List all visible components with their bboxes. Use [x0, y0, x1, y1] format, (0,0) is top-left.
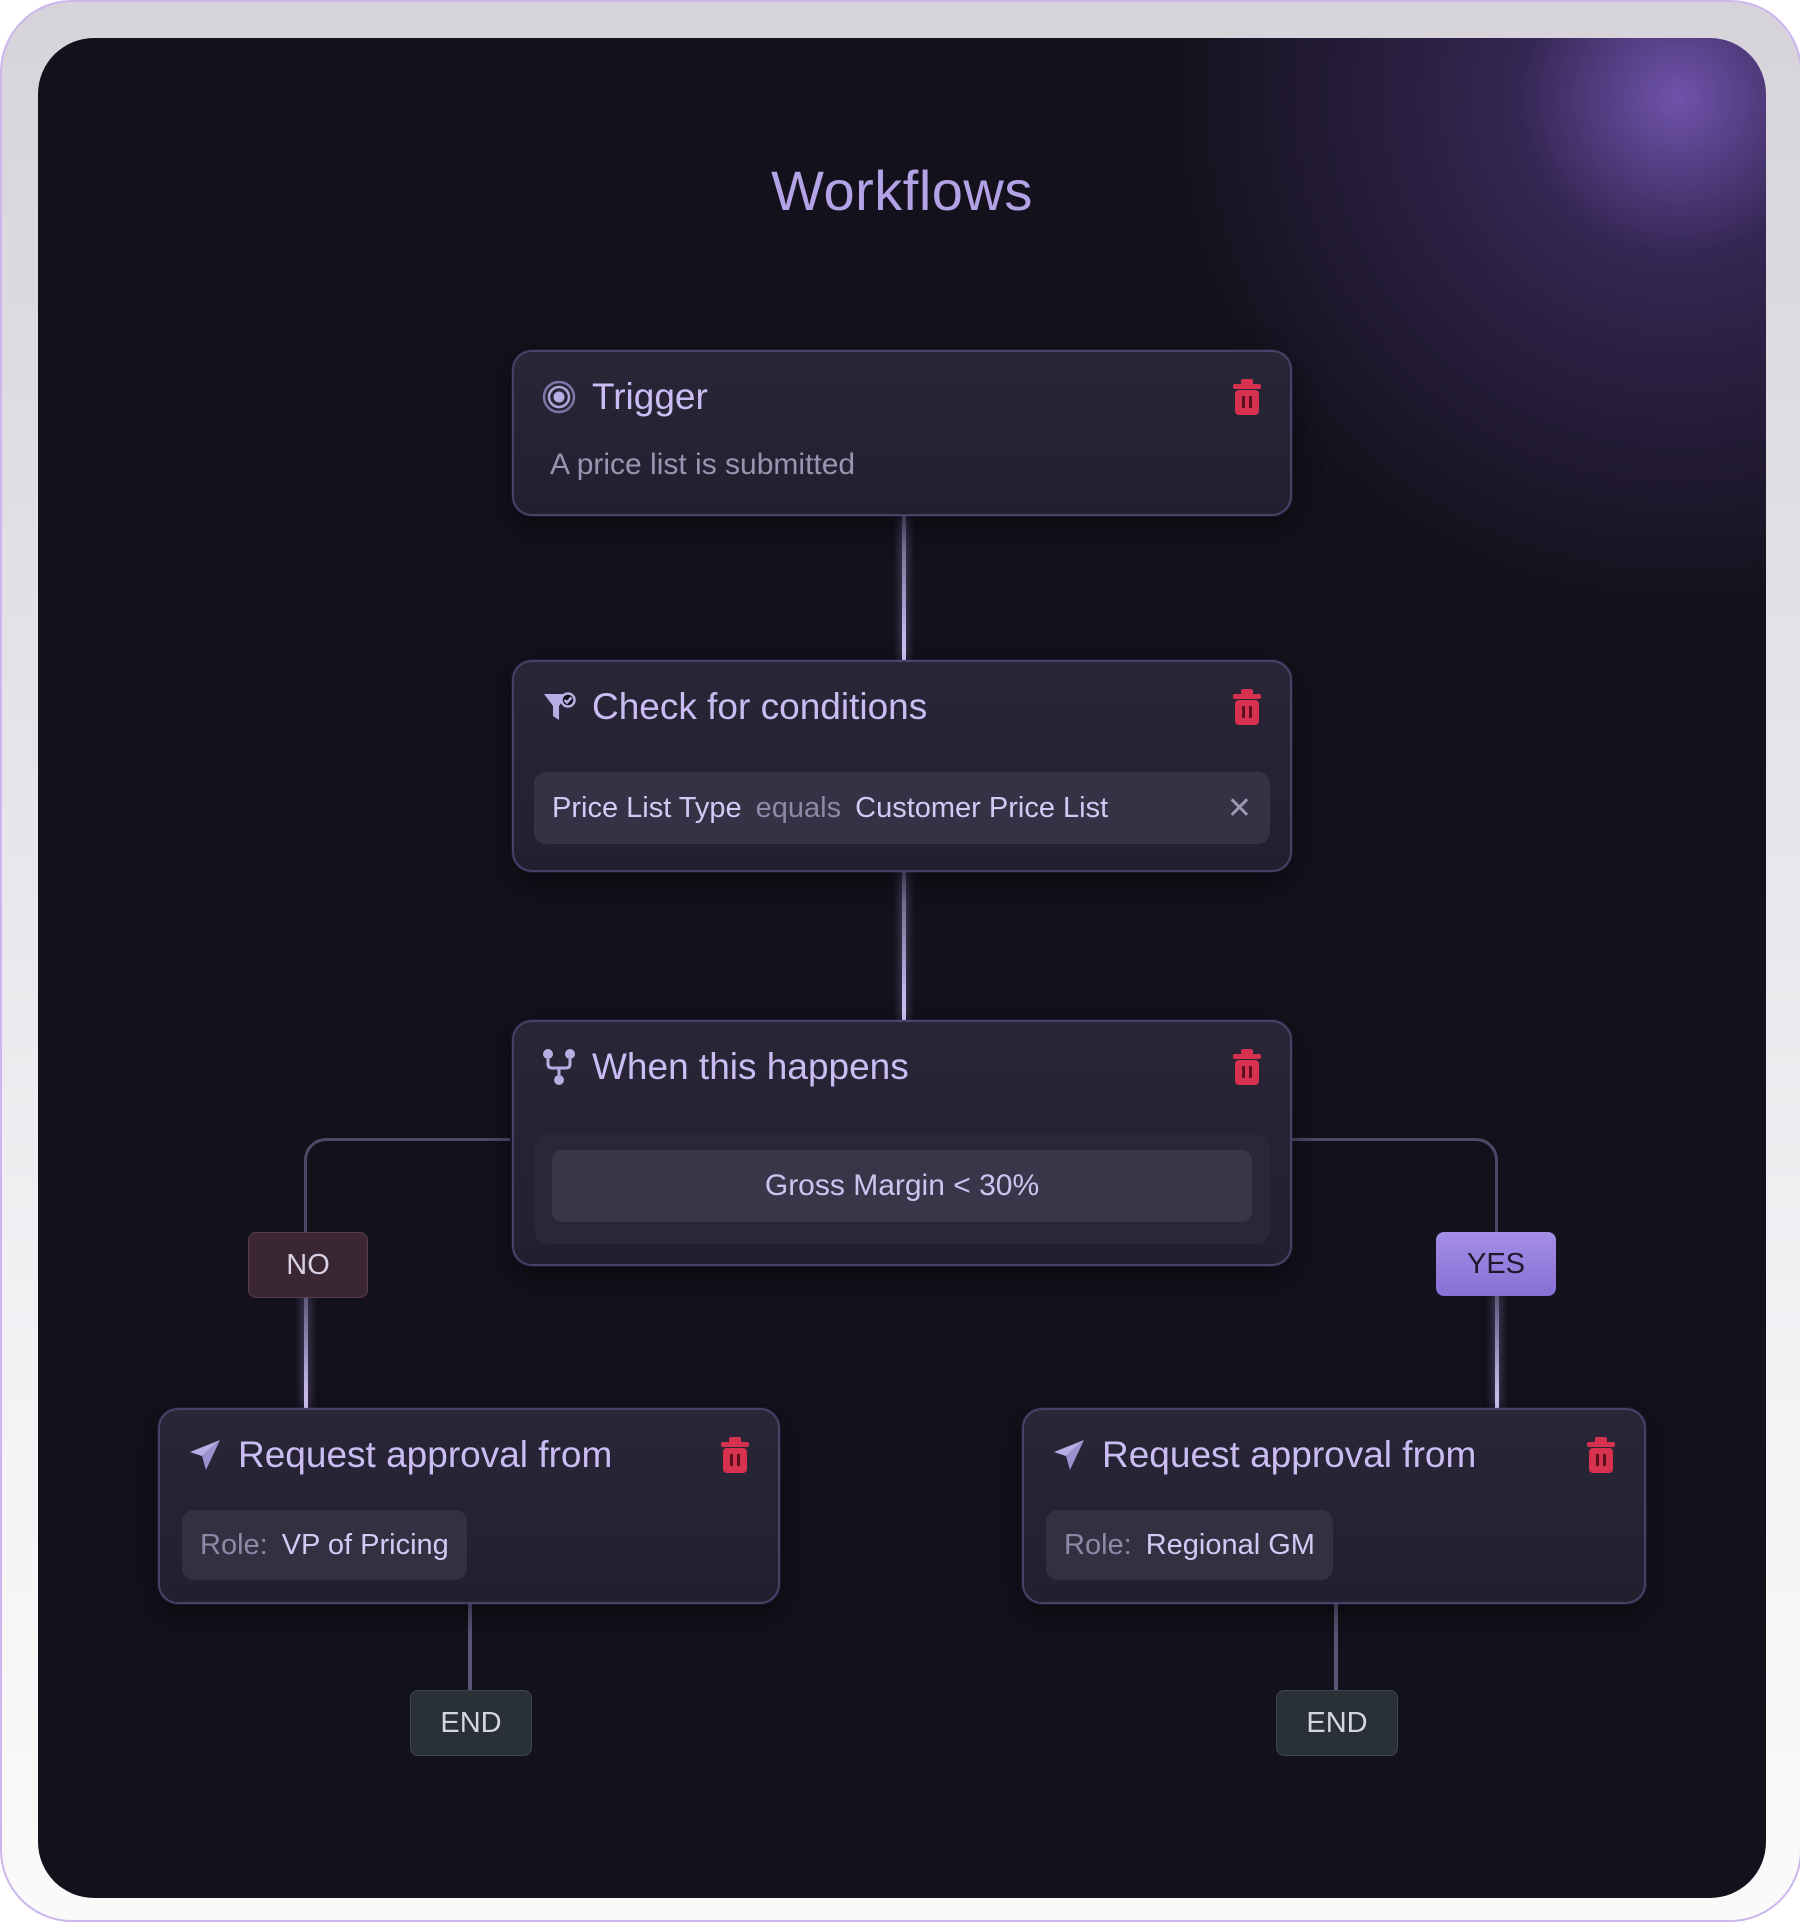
trash-icon[interactable]: [1232, 378, 1262, 416]
role-value: VP of Pricing: [281, 1528, 449, 1561]
trigger-title: Trigger: [592, 376, 708, 417]
condition-operator: equals: [755, 791, 842, 824]
role-chip-left[interactable]: Role: VP of Pricing: [182, 1510, 467, 1580]
approval-left-title: Request approval from: [238, 1434, 613, 1475]
connector-branch-yes: [1292, 1138, 1498, 1278]
send-icon: [190, 1440, 220, 1470]
end-node-left[interactable]: END: [410, 1690, 532, 1756]
approval-left-header: Request approval from: [188, 1434, 612, 1476]
close-icon[interactable]: ✕: [1226, 791, 1252, 825]
check-conditions-card[interactable]: Check for conditions Price List Type equ…: [512, 660, 1292, 872]
trash-icon[interactable]: [720, 1436, 750, 1474]
connector-check-branch: [902, 872, 906, 1020]
branch-header: When this happens: [542, 1046, 909, 1088]
page-title: Workflows: [771, 159, 1033, 222]
connector-branch-no: [304, 1138, 510, 1278]
send-icon: [1054, 1440, 1084, 1470]
trash-icon[interactable]: [1586, 1436, 1616, 1474]
yes-label[interactable]: YES: [1436, 1232, 1556, 1296]
trigger-header: Trigger: [542, 376, 708, 418]
branch-title: When this happens: [592, 1046, 909, 1087]
branch-rule-container: Gross Margin < 30%: [534, 1134, 1270, 1244]
approval-card-left[interactable]: Request approval from Role: VP of Pricin…: [158, 1408, 780, 1604]
connector-right-end: [1334, 1604, 1338, 1712]
when-this-happens-card[interactable]: When this happens Gross Margin < 30%: [512, 1020, 1292, 1266]
condition-field: Price List Type: [552, 791, 742, 824]
branch-rule[interactable]: Gross Margin < 30%: [552, 1150, 1252, 1222]
filter-check-icon: [544, 692, 576, 720]
approval-right-title: Request approval from: [1102, 1434, 1477, 1475]
target-icon: [542, 380, 576, 414]
trash-icon[interactable]: [1232, 688, 1262, 726]
branch-icon: [543, 1049, 575, 1085]
trash-icon[interactable]: [1232, 1048, 1262, 1086]
workflow-canvas: Workflows Trigger: [38, 38, 1766, 1898]
no-label[interactable]: NO: [248, 1232, 368, 1298]
trigger-card[interactable]: Trigger A price list is submitted: [512, 350, 1292, 516]
approval-card-right[interactable]: Request approval from Role: Regional GM: [1022, 1408, 1646, 1604]
role-key: Role:: [200, 1528, 268, 1561]
check-title: Check for conditions: [592, 686, 928, 727]
approval-right-header: Request approval from: [1052, 1434, 1476, 1476]
role-value: Regional GM: [1145, 1528, 1315, 1561]
condition-row[interactable]: Price List Type equals Customer Price Li…: [534, 772, 1270, 844]
condition-value: Customer Price List: [855, 791, 1109, 824]
role-chip-right[interactable]: Role: Regional GM: [1046, 1510, 1333, 1580]
connector-no-approval: [304, 1294, 308, 1408]
connector-left-end: [468, 1604, 472, 1712]
end-node-right[interactable]: END: [1276, 1690, 1398, 1756]
check-header: Check for conditions: [542, 686, 927, 728]
role-key: Role:: [1064, 1528, 1132, 1561]
connector-yes-approval: [1495, 1294, 1499, 1408]
connector-trigger-check: [902, 516, 906, 660]
trigger-description: A price list is submitted: [550, 448, 856, 481]
